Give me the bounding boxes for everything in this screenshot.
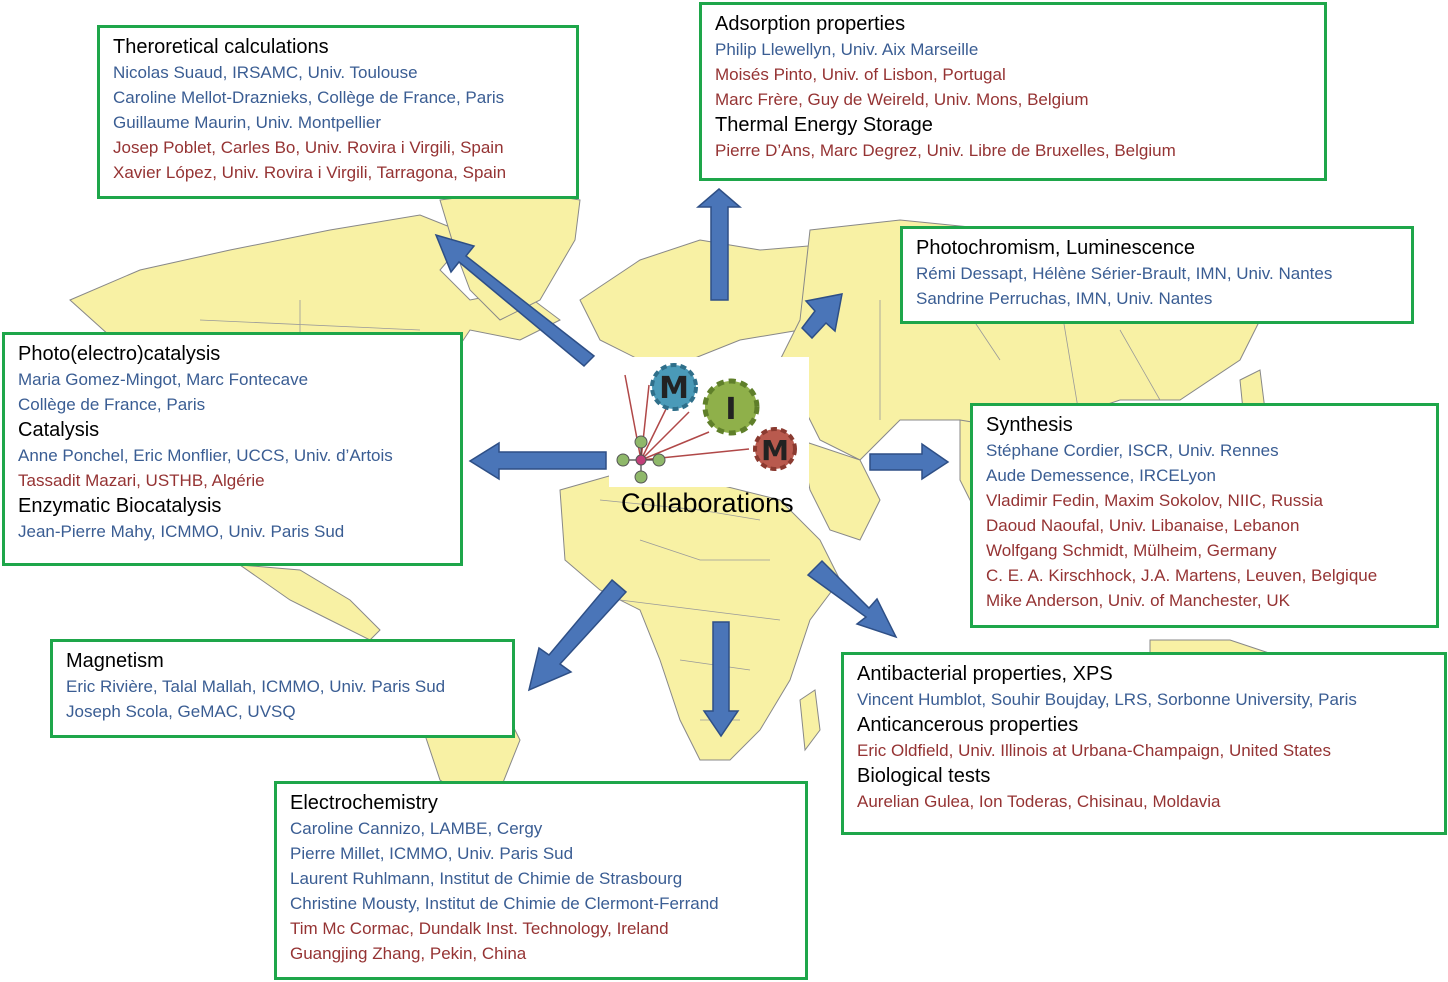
collaborator-line: Daoud Naoufal, Univ. Libanaise, Lebanon xyxy=(986,516,1300,535)
svg-text:I: I xyxy=(725,392,736,427)
collaborator-line: Eric Oldfield, Univ. Illinois at Urbana-… xyxy=(857,741,1332,760)
collaborator-line: Collège de France, Paris xyxy=(18,395,206,414)
section-title: Catalysis xyxy=(18,419,100,441)
collaborator-line: C. E. A. Kirschhock, J.A. Martens, Leuve… xyxy=(986,566,1378,585)
collaborator-line: Josep Poblet, Carles Bo, Univ. Rovira i … xyxy=(113,138,504,157)
logo-line xyxy=(640,411,690,461)
section-title: Enzymatic Biocatalysis xyxy=(18,495,222,517)
section-title: Thermal Energy Storage xyxy=(715,114,933,136)
collaborator-line: Xavier López, Univ. Rovira i Virgili, Ta… xyxy=(113,163,507,182)
collaborator-line: Maria Gomez-Mingot, Marc Fontecave xyxy=(18,370,309,389)
center-caption: Collaborations xyxy=(621,488,794,518)
section-title: Synthesis xyxy=(986,414,1073,436)
svg-text:M: M xyxy=(659,371,689,406)
landmass-central-america xyxy=(238,564,381,641)
logo-line xyxy=(640,406,668,461)
logo-line xyxy=(640,384,650,461)
collaborator-line: Aurelian Gulea, Ion Toderas, Chisinau, M… xyxy=(857,792,1221,811)
collaborator-line: Jean-Pierre Mahy, ICMMO, Univ. Paris Sud xyxy=(18,522,345,541)
molecule-node xyxy=(652,453,666,467)
section-title: Magnetism xyxy=(66,650,164,672)
logo-line xyxy=(640,431,710,461)
collaborator-line: Caroline Mellot-Draznieks, Collège de Fr… xyxy=(113,88,505,107)
collaborator-line: Joseph Scola, GeMAC, UVSQ xyxy=(66,702,296,721)
collaborator-line: Eric Rivière, Talal Mallah, ICMMO, Univ.… xyxy=(66,677,446,696)
molecule-center-node xyxy=(635,454,647,466)
molecule-node xyxy=(634,470,648,484)
collaborator-line: Philip Llewellyn, Univ. Aix Marseille xyxy=(715,40,979,59)
section-title: Antibacterial properties, XPS xyxy=(857,663,1113,685)
collaborator-line: Rémi Dessapt, Hélène Sérier-Brault, IMN,… xyxy=(916,264,1333,283)
section-title: Biological tests xyxy=(857,765,991,787)
landmass-madagascar xyxy=(799,689,821,752)
collaborator-line: Pierre D’Ans, Marc Degrez, Univ. Libre d… xyxy=(715,141,1176,160)
collaborator-line: Guillaume Maurin, Univ. Montpellier xyxy=(113,113,382,132)
collaborator-line: Wolfgang Schmidt, Mülheim, Germany xyxy=(986,541,1277,560)
gear-blue-icon: M xyxy=(650,363,698,411)
collaborator-line: Guangjing Zhang, Pekin, China xyxy=(290,944,527,963)
section-title: Anticancerous properties xyxy=(857,714,1079,736)
section-title: Photo(electro)catalysis xyxy=(18,343,221,365)
collaborator-line: Sandrine Perruchas, IMN, Univ. Nantes xyxy=(916,289,1213,308)
box-antibacterial-properties: Antibacterial properties, XPS Vincent Hum… xyxy=(841,652,1447,835)
collaborator-line: Moisés Pinto, Univ. of Lisbon, Portugal xyxy=(715,65,1006,84)
collaborator-line: Laurent Ruhlmann, Institut de Chimie de … xyxy=(290,869,683,888)
collaborator-line: Pierre Millet, ICMMO, Univ. Paris Sud xyxy=(290,844,574,863)
molecule-node xyxy=(634,435,648,449)
gear-red-icon: M xyxy=(753,427,797,471)
collaborator-line: Aude Demessence, IRCELyon xyxy=(986,466,1216,485)
collaborator-line: Marc Frère, Guy de Weireld, Univ. Mons, … xyxy=(715,90,1089,109)
section-title: Theroretical calculations xyxy=(113,36,329,58)
collaborator-line: Mike Anderson, Univ. of Manchester, UK xyxy=(986,591,1290,610)
landmass-arabia xyxy=(799,439,881,541)
collaborator-line: Vincent Humblot, Souhir Boujday, LRS, So… xyxy=(857,690,1357,709)
molecule-node xyxy=(616,453,630,467)
collaborator-line: Stéphane Cordier, ISCR, Univ. Rennes xyxy=(986,441,1279,460)
collaborator-line: Vladimir Fedin, Maxim Sokolov, NIIC, Rus… xyxy=(986,491,1323,510)
collaborator-line: Tim Mc Cormac, Dundalk Inst. Technology,… xyxy=(290,919,669,938)
svg-text:M: M xyxy=(761,434,789,467)
section-title: Electrochemistry xyxy=(290,792,438,814)
collaborator-line: Anne Ponchel, Eric Monflier, UCCS, Univ.… xyxy=(18,446,393,465)
collaborator-line: Christine Mousty, Institut de Chimie de … xyxy=(290,894,719,913)
section-title: Photochromism, Luminescence xyxy=(916,237,1196,259)
collaborator-line: Tassadit Mazari, USTHB, Algérie xyxy=(18,471,265,490)
mim-logo: M I M xyxy=(609,357,809,487)
section-title: Adsorption properties xyxy=(715,13,906,35)
gear-green-icon: I xyxy=(702,378,760,436)
collaborator-line: Caroline Cannizo, LAMBE, Cergy xyxy=(290,819,543,838)
collaborator-line: Nicolas Suaud, IRSAMC, Univ. Toulouse xyxy=(113,63,418,82)
